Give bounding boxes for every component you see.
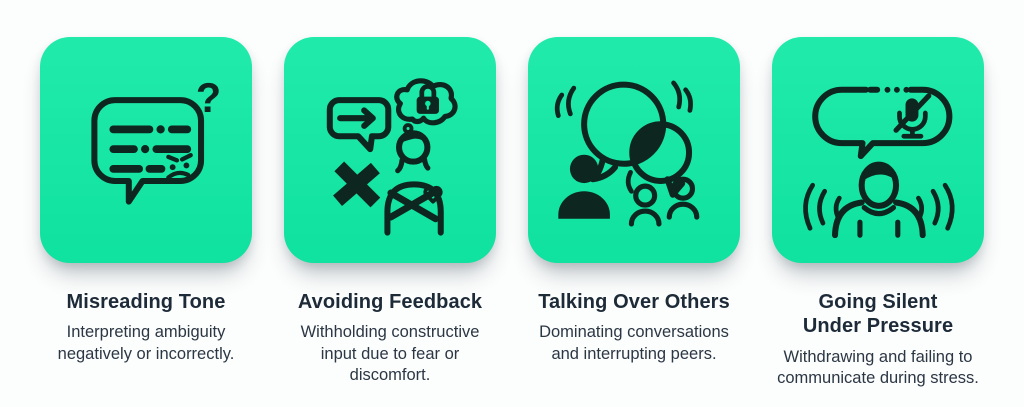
misreading-tone-tile: ? bbox=[40, 37, 252, 263]
cards-row: ? Misreading Tone Interpreting ambiguity… bbox=[24, 37, 1000, 390]
card-avoiding-feedback: Avoiding Feedback Withholding constructi… bbox=[268, 37, 512, 387]
svg-text:?: ? bbox=[196, 75, 221, 121]
going-silent-tile bbox=[772, 37, 984, 263]
card-caption: Talking Over Others Dominating conversat… bbox=[533, 263, 735, 365]
avoiding-feedback-tile bbox=[284, 37, 496, 263]
card-misreading-tone: ? Misreading Tone Interpreting ambiguity… bbox=[24, 37, 268, 365]
crossed-arms-locked-thought-icon bbox=[326, 78, 458, 236]
card-title: Talking Over Others bbox=[538, 291, 730, 313]
overlapping-speech-bubbles-icon bbox=[554, 80, 700, 227]
muted-mic-speech-bubble-icon bbox=[803, 86, 955, 238]
card-title: Going Silent Under Pressure bbox=[802, 291, 954, 338]
talking-over-others-tile bbox=[528, 37, 740, 263]
card-talking-over-others: Talking Over Others Dominating conversat… bbox=[512, 37, 756, 365]
card-description: Interpreting ambiguity negatively or inc… bbox=[57, 323, 235, 363]
card-going-silent-under-pressure: Going Silent Under Pressure Withdrawing … bbox=[756, 37, 1000, 390]
card-caption: Going Silent Under Pressure Withdrawing … bbox=[777, 263, 979, 390]
card-description: Withholding constructive input due to fe… bbox=[300, 323, 480, 385]
confused-message-question-icon: ? bbox=[91, 75, 221, 205]
card-caption: Avoiding Feedback Withholding constructi… bbox=[289, 263, 491, 387]
card-title: Avoiding Feedback bbox=[297, 291, 483, 313]
card-title: Misreading Tone bbox=[66, 291, 226, 313]
card-description: Withdrawing and failing to communicate d… bbox=[777, 347, 979, 388]
card-description: Dominating conversations and interruptin… bbox=[539, 323, 729, 363]
card-caption: Misreading Tone Interpreting ambiguity n… bbox=[45, 263, 247, 365]
